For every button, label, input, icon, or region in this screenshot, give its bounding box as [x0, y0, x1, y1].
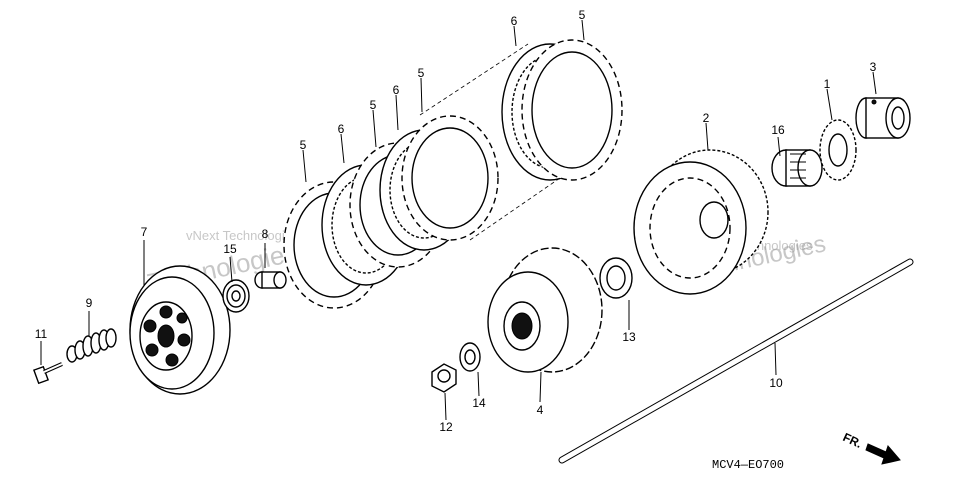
part-oil-pump-drive-sprocket [819, 119, 857, 181]
part-thrust-washer [599, 257, 633, 299]
part-needle-bearing [771, 149, 823, 187]
part-clutch-disc-friction-4 [521, 39, 623, 181]
callout-13: 13 [622, 330, 636, 344]
stack-guide-top [419, 43, 529, 116]
drawing-code: MCV4—EO700 [712, 458, 784, 472]
part-clutch-outer [633, 149, 769, 295]
callout-10: 10 [769, 376, 783, 390]
callout-5-d: 5 [300, 138, 307, 152]
callout-7: 7 [141, 225, 148, 239]
part-collar [254, 271, 287, 289]
callout-12: 12 [439, 420, 453, 434]
direction-label: FR. [841, 430, 864, 451]
callout-6-a: 6 [511, 14, 518, 28]
part-washer-small [459, 342, 481, 372]
callout-11: 11 [35, 327, 48, 341]
callout-5-b: 5 [418, 66, 425, 80]
part-pressure-plate [129, 265, 231, 395]
part-sleeve [855, 97, 911, 139]
callout-6-c: 6 [338, 122, 345, 136]
callout-1: 1 [824, 77, 831, 91]
callout-14: 14 [472, 396, 486, 410]
part-lock-nut [431, 363, 457, 393]
part-spring [66, 328, 117, 363]
part-bolt [33, 362, 63, 385]
callout-5-c: 5 [370, 98, 377, 112]
part-clutch-disc-friction-3 [401, 115, 499, 241]
leader-lines [40, 19, 877, 421]
part-lifter-rod [558, 258, 914, 464]
callout-6-b: 6 [393, 83, 400, 97]
stack-guide-bottom [469, 177, 561, 241]
watermark-text-left-1: vNext Technologies [186, 228, 299, 243]
part-clutch-center [487, 247, 603, 373]
callout-9: 9 [86, 296, 93, 310]
callout-15: 15 [223, 242, 237, 256]
callout-3: 3 [870, 60, 877, 74]
direction-arrow-icon [865, 443, 901, 465]
part-bearing [222, 279, 250, 313]
front-direction-indicator: FR. [841, 430, 901, 465]
callout-4: 4 [537, 403, 544, 417]
callout-2: 2 [703, 111, 710, 125]
callout-16: 16 [771, 123, 785, 137]
callout-8: 8 [262, 227, 269, 241]
callout-5-a: 5 [579, 8, 586, 22]
